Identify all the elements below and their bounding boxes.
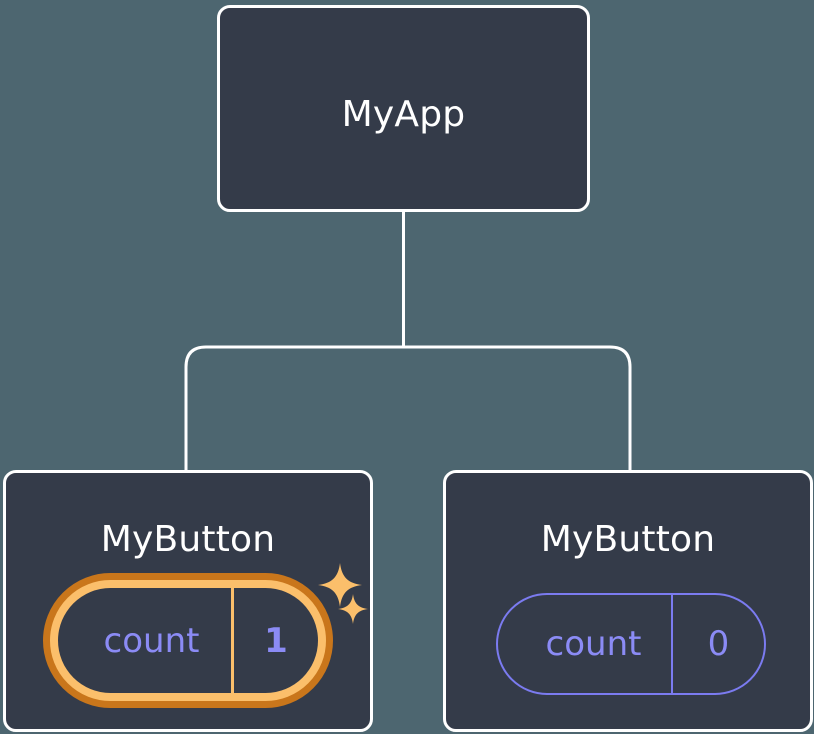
state-pill-left-inner: count 1 — [58, 588, 318, 693]
node-mybutton-right-label: MyButton — [540, 519, 716, 560]
node-mybutton-right[interactable]: MyButton count 0 — [443, 470, 813, 732]
node-mybutton-left[interactable]: MyButton count 1 — [3, 470, 373, 732]
state-pill-right[interactable]: count 0 — [496, 593, 766, 695]
node-myapp-label: MyApp — [341, 94, 466, 135]
state-pill-left[interactable]: count 1 — [43, 573, 333, 708]
state-pill-left-key: count — [58, 588, 234, 693]
state-pill-right-value: 0 — [707, 624, 730, 664]
state-pill-right-key: count — [498, 595, 673, 693]
connector-child-bus — [184, 345, 632, 470]
node-myapp[interactable]: MyApp — [217, 5, 590, 212]
state-pill-left-value: 1 — [264, 620, 288, 661]
node-mybutton-left-label: MyButton — [100, 519, 276, 560]
